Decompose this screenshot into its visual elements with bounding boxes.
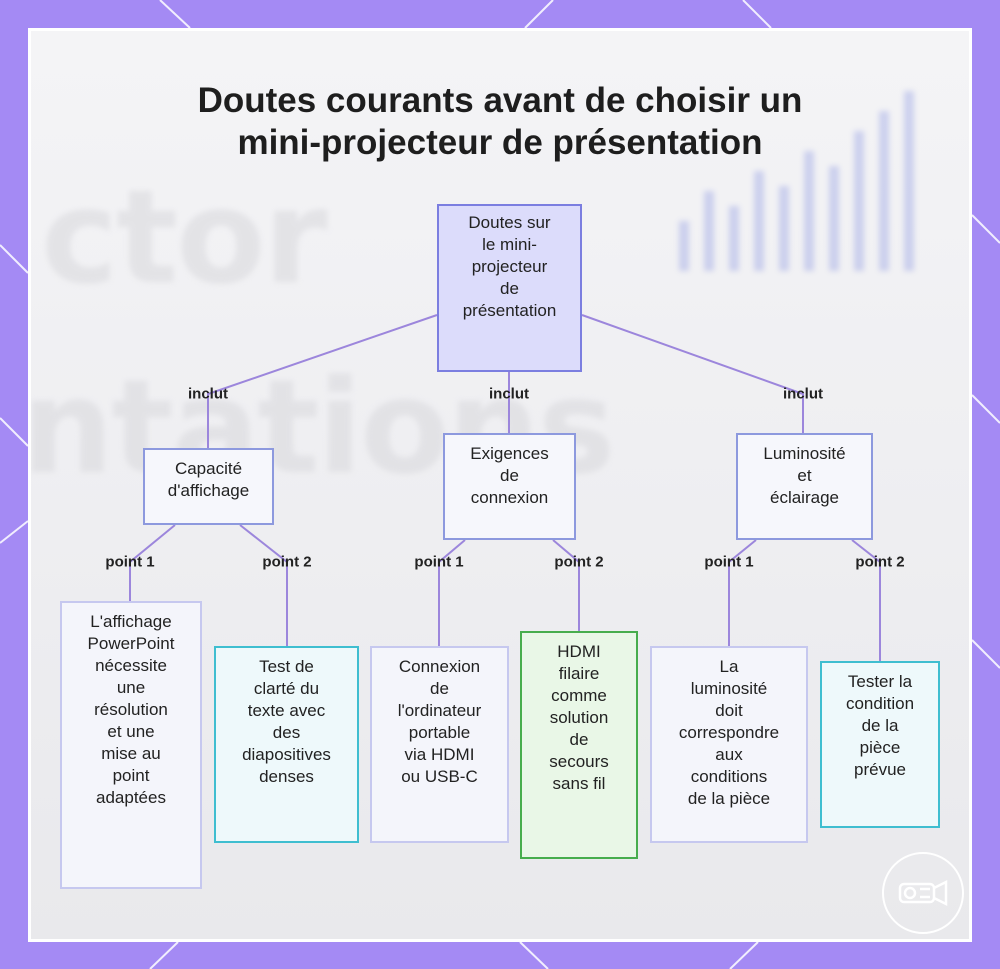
category-node-exigences: Exigences de connexion xyxy=(443,433,576,540)
leaf-line: La xyxy=(719,657,739,676)
edge-label-inclut-1: inclut xyxy=(188,385,228,403)
leaf-line: solution xyxy=(549,708,609,727)
edge-label-inclut-2: inclut xyxy=(489,385,529,403)
leaf-line: de xyxy=(430,679,449,698)
leaf-line: point xyxy=(112,766,150,785)
category-line: d'affichage xyxy=(167,481,250,500)
leaf-node-tester-condition: Tester la condition de la pièce prévue xyxy=(820,661,940,828)
category-line: connexion xyxy=(470,488,549,507)
projector-logo xyxy=(882,852,964,934)
leaf-line: pièce xyxy=(859,738,901,757)
leaf-line: via HDMI xyxy=(404,745,475,764)
background-chart-decoration xyxy=(679,91,914,271)
edge-root-luminosite xyxy=(581,314,804,433)
leaf-line: L'affichage xyxy=(90,612,172,631)
root-line: projecteur xyxy=(471,257,548,276)
leaf-line: de la xyxy=(861,716,899,735)
edge-conn-leaf1 xyxy=(438,539,466,646)
leaf-line: Test de xyxy=(259,657,314,676)
leaf-node-affichage-powerpoint: L'affichage PowerPoint nécessite une rés… xyxy=(60,601,202,889)
edge-label-conn-point2: point 2 xyxy=(554,553,604,571)
category-node-capacite: Capacité d'affichage xyxy=(143,448,274,525)
leaf-line: une xyxy=(116,678,146,697)
leaf-node-hdmi-filaire: HDMI filaire comme solution de secours s… xyxy=(520,631,638,859)
edge-lum-leaf2 xyxy=(851,539,881,661)
root-line: le mini- xyxy=(482,235,537,254)
title-line-2: mini-projecteur de présentation xyxy=(237,123,763,162)
leaf-line: portable xyxy=(408,723,471,742)
edge-conn-leaf2 xyxy=(552,539,580,631)
category-line: et xyxy=(797,466,812,485)
edge-root-capacite xyxy=(207,314,438,448)
leaf-line: l'ordinateur xyxy=(397,701,482,720)
edge-lum-leaf1 xyxy=(728,539,757,646)
category-line: Luminosité xyxy=(763,444,846,463)
leaf-line: prévue xyxy=(854,760,906,779)
leaf-line: Tester la xyxy=(847,672,913,691)
leaf-line: comme xyxy=(551,686,607,705)
leaf-line: de la pièce xyxy=(687,789,771,808)
leaf-line: conditions xyxy=(690,767,768,786)
leaf-node-luminosite-piece: La luminosité doit correspondre aux cond… xyxy=(650,646,808,843)
root-node: Doutes sur le mini- projecteur de présen… xyxy=(437,204,582,372)
leaf-line: filaire xyxy=(558,664,600,683)
leaf-line: Connexion xyxy=(398,657,481,676)
edge-label-cap-point2: point 2 xyxy=(262,553,312,571)
leaf-node-test-clarte: Test de clarté du texte avec des diaposi… xyxy=(214,646,359,843)
category-line: éclairage xyxy=(770,488,839,507)
leaf-line: adaptées xyxy=(96,788,166,807)
edge-label-lum-point1: point 1 xyxy=(704,553,754,571)
leaf-line: diapositives xyxy=(242,745,331,764)
edge-label-lum-point2: point 2 xyxy=(855,553,905,571)
leaf-line: luminosité xyxy=(690,679,768,698)
category-line: de xyxy=(500,466,519,485)
leaf-line: nécessite xyxy=(95,656,167,675)
edge-cap-leaf2 xyxy=(239,524,288,646)
leaf-line: sans fil xyxy=(552,774,606,793)
background-text-1: ctor xyxy=(41,161,328,313)
leaf-line: ou USB-C xyxy=(401,767,478,786)
category-line: Capacité xyxy=(174,459,243,478)
leaf-line: des xyxy=(272,723,301,742)
title-line-1: Doutes courants avant de choisir un xyxy=(197,81,803,120)
leaf-node-connexion-ordinateur: Connexion de l'ordinateur portable via H… xyxy=(370,646,509,843)
category-line: Exigences xyxy=(470,444,549,463)
leaf-line: texte avec xyxy=(247,701,326,720)
edge-label-conn-point1: point 1 xyxy=(414,553,464,571)
leaf-line: résolution xyxy=(94,700,168,719)
leaf-line: mise au xyxy=(101,744,161,763)
projector-icon xyxy=(898,879,948,907)
edge-cap-leaf1 xyxy=(129,524,176,602)
leaf-line: doit xyxy=(715,701,743,720)
root-line: présentation xyxy=(462,301,557,320)
diagram-title: Doutes courants avant de choisir un mini… xyxy=(0,80,1000,164)
leaf-line: correspondre xyxy=(678,723,780,742)
leaf-line: de xyxy=(569,730,589,749)
leaf-line: secours xyxy=(549,752,609,771)
leaf-line: HDMI xyxy=(557,642,601,661)
leaf-line: denses xyxy=(259,767,314,786)
root-line: de xyxy=(500,279,519,298)
root-line: Doutes sur xyxy=(468,213,551,232)
leaf-line: PowerPoint xyxy=(87,634,175,653)
leaf-line: condition xyxy=(845,694,915,713)
category-node-luminosite: Luminosité et éclairage xyxy=(736,433,873,540)
leaf-line: aux xyxy=(715,745,743,764)
edge-label-cap-point1: point 1 xyxy=(105,553,155,571)
edge-label-inclut-3: inclut xyxy=(783,385,823,403)
leaf-line: clarté du xyxy=(253,679,320,698)
leaf-line: et une xyxy=(107,722,155,741)
